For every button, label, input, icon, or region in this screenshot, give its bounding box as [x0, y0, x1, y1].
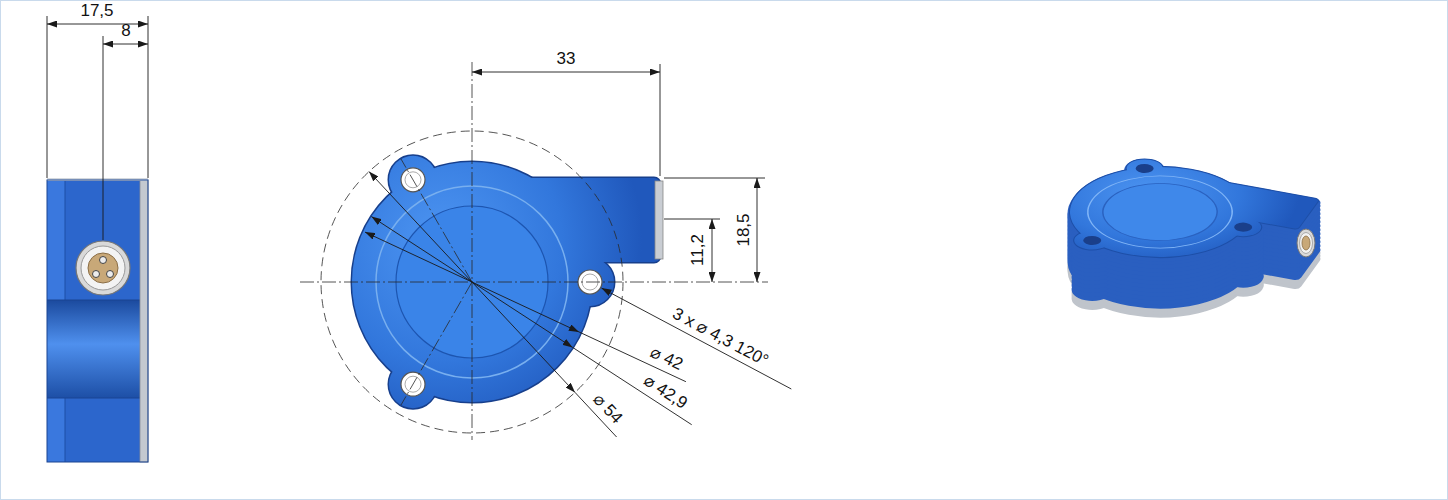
dimension-label: 33 — [557, 49, 576, 69]
dimension-label: 8 — [121, 21, 130, 41]
center-lines — [300, 62, 768, 440]
connector-socket — [1297, 229, 1315, 257]
dimension-label: ⌀ 42 — [647, 343, 686, 375]
dimension-lines — [365, 64, 791, 437]
dimension-label: 11,2 — [688, 234, 708, 266]
dimension-label: 18,5 — [734, 213, 754, 246]
dimension-label: ⌀ 54 — [589, 390, 626, 428]
dimension-lines — [47, 16, 148, 240]
dimension-label: 17,5 — [80, 1, 113, 21]
connector-socket — [76, 241, 130, 295]
dimension-label: 3 x ⌀ 4,3 120° — [669, 303, 772, 370]
isometric-view — [1043, 152, 1325, 338]
side-view — [47, 178, 148, 462]
